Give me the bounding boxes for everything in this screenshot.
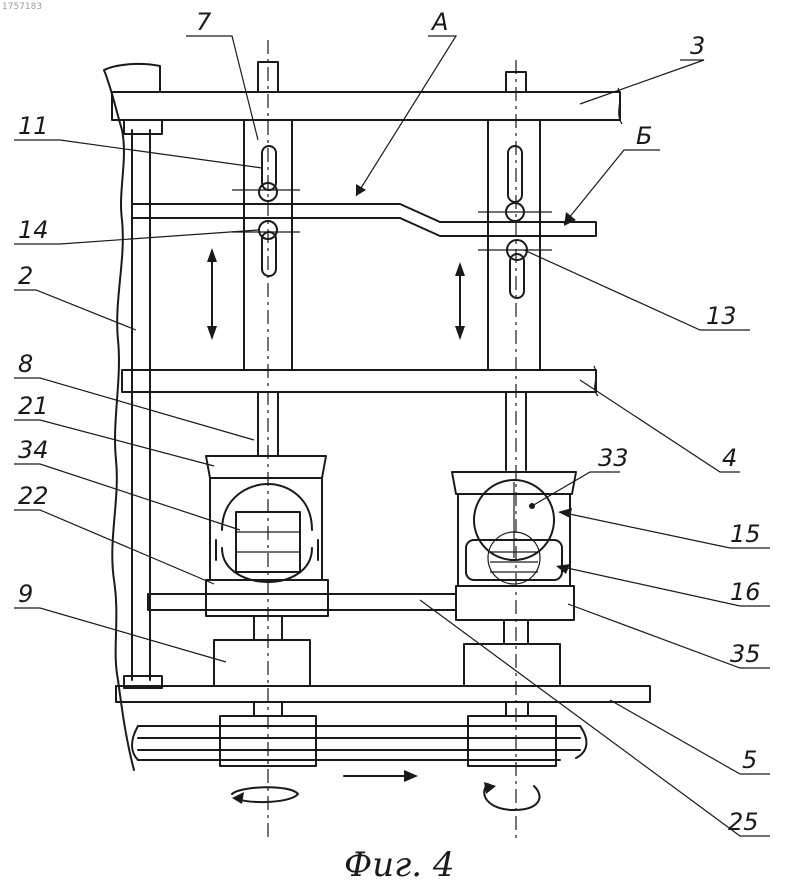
arrow-up-right [455,262,465,276]
drive-belt [138,726,580,760]
label-5: 5 [742,746,757,774]
label-7: 7 [196,8,212,36]
block-9-right [464,644,560,686]
block-9-left [214,640,310,686]
label-B: Б [636,122,652,150]
leader-8 [14,378,254,440]
leader-7 [186,36,258,140]
label-33: 33 [598,444,629,472]
label-4: 4 [722,444,737,472]
block-35 [456,586,574,620]
leader-14 [14,230,258,244]
shafts-to-pulleys [254,702,528,716]
label-14: 14 [18,216,49,244]
label-21: 21 [18,392,49,420]
label-35: 35 [730,640,761,668]
label-22: 22 [18,482,49,510]
label-9: 9 [18,580,33,608]
leader-3 [580,60,704,104]
arrow-up-left [207,248,217,262]
label-3: 3 [690,32,705,60]
bottom-plate-5 [116,686,650,702]
label-13: 13 [706,302,737,330]
leader-B [564,150,660,224]
belt-right-end [576,726,586,758]
leader-9 [14,608,226,662]
belt-direction-head [404,770,418,782]
top-beam-3 [112,92,620,120]
label-34: 34 [18,436,49,464]
label-11: 11 [18,112,49,140]
pin-centerlines-left [232,190,300,232]
slot-13-upper [508,146,522,202]
frame-top-block [124,120,162,134]
label-15: 15 [730,520,761,548]
housing-21-cap [206,456,326,478]
figure-caption: Фиг. 4 [344,845,455,885]
rotation-right-head [484,782,496,794]
arrow-down-left [207,326,217,340]
label-25: 25 [728,808,759,836]
middle-beam-4 [122,370,596,392]
label-8: 8 [18,350,33,378]
leader-11 [14,140,262,168]
label-A: А [430,8,448,36]
label-16: 16 [730,578,761,606]
connecting-rod-25 [148,594,456,610]
leader-A [356,36,456,196]
leader-lines [14,36,770,836]
belt-left-end [132,726,138,760]
document-number: 1757183 [2,2,42,12]
leader-25 [420,600,770,836]
pulley-right [468,716,556,766]
housing-side-clips [216,540,318,560]
label-2: 2 [18,262,33,290]
arrow-down-right [455,326,465,340]
bent-plate-A-B [132,204,596,236]
